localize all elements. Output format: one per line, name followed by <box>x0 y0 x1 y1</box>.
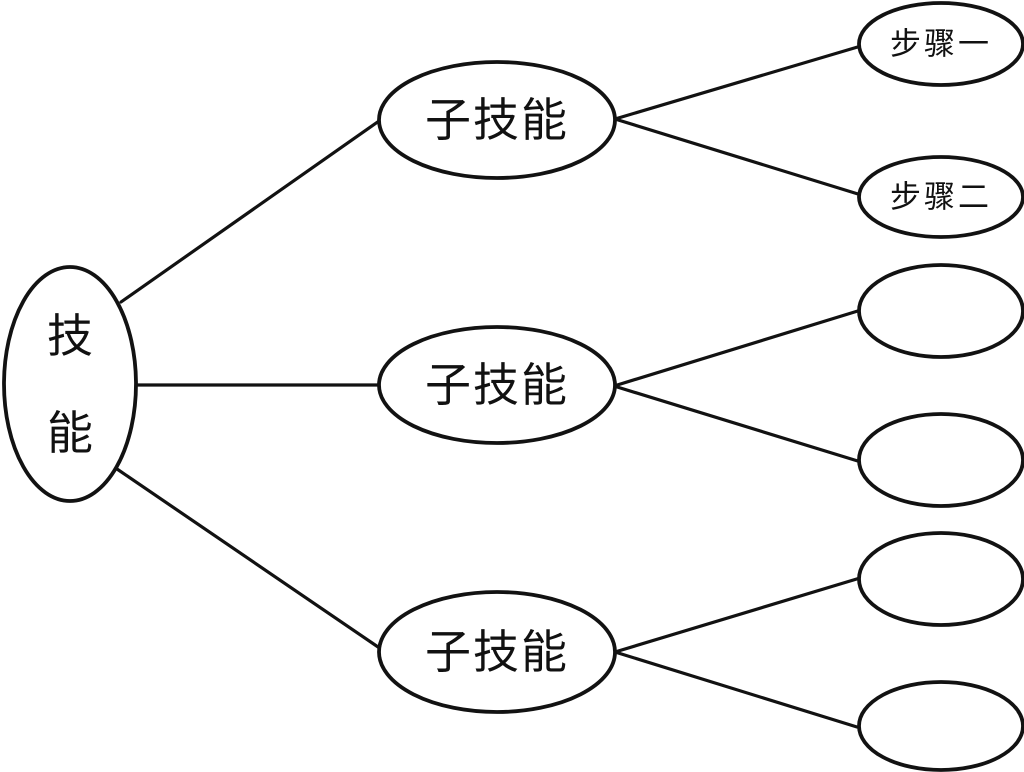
node-sub2-ellipse <box>377 325 617 445</box>
node-sub1-label: 子技能 <box>425 94 569 146</box>
node-leaf4-ellipse <box>857 412 1024 508</box>
node-sub2-label: 子技能 <box>425 359 569 411</box>
node-leaf3-ellipse <box>857 263 1024 359</box>
node-leaf1-ellipse <box>857 1 1024 87</box>
node-leaf2-ellipse <box>857 155 1024 239</box>
node-root-label-line1: 技 <box>47 310 93 362</box>
edge-sub2-leaf4 <box>612 384 863 464</box>
node-sub3-label: 子技能 <box>425 626 569 678</box>
node-sub3-ellipse <box>377 590 617 714</box>
node-leaf1-label: 步骤一 <box>890 27 992 62</box>
node-root-ellipse <box>2 265 138 503</box>
edge-sub1-leaf1 <box>613 44 863 121</box>
node-leaf6-ellipse <box>857 680 1024 772</box>
edge-sub3-leaf5 <box>613 576 862 654</box>
node-leaf2-label: 步骤二 <box>890 180 992 215</box>
node-sub1-ellipse <box>377 60 617 180</box>
edge-sub2-leaf3 <box>612 308 863 388</box>
edge-sub3-leaf6 <box>613 650 859 729</box>
edge-root-sub1 <box>119 119 381 304</box>
node-root-label-line2: 能 <box>47 407 93 459</box>
edge-root-sub3 <box>115 467 383 651</box>
node-leaf5-ellipse <box>857 531 1024 627</box>
edge-sub1-leaf2 <box>613 117 860 196</box>
